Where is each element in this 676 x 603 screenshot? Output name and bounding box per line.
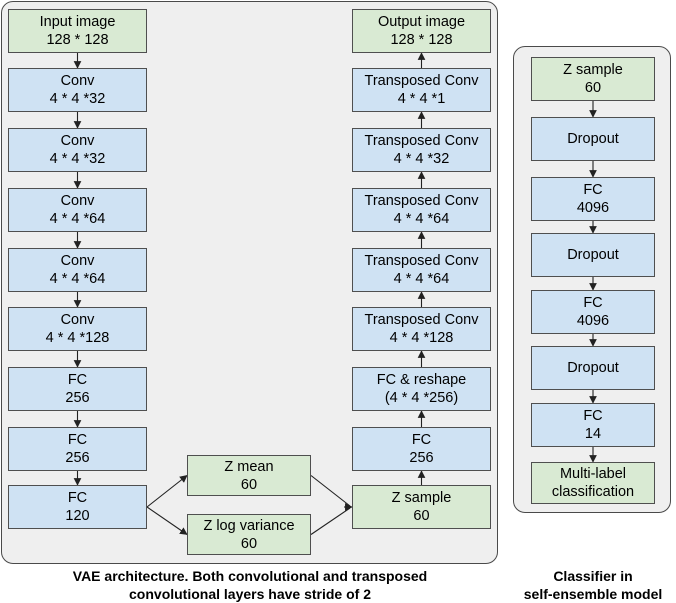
dropout-3-label: Dropout: [567, 360, 619, 376]
dropout-1-box: Dropout: [531, 117, 655, 161]
conv-3-value: 4 * 4 *64: [49, 211, 106, 227]
fc-1-box: FC 256: [8, 367, 147, 411]
fc-4096-b-label: FC: [583, 295, 603, 311]
tconv-3-value: 4 * 4 *64: [393, 211, 450, 227]
fc-4096-b-value: 4096: [576, 313, 610, 329]
input-label: Input image: [39, 14, 116, 30]
fc-3-box: FC 120: [8, 485, 147, 529]
conv-4-label: Conv: [60, 253, 95, 269]
clf-z-sample-value: 60: [584, 80, 602, 96]
fc-14-box: FC 14: [531, 403, 655, 447]
fc-dec-value: 256: [409, 450, 434, 466]
fc-4096-a-box: FC 4096: [531, 177, 655, 221]
z-sample-label: Z sample: [391, 490, 452, 506]
tconv-5-value: 4 * 4 *128: [389, 330, 454, 346]
fc-3-label: FC: [67, 490, 88, 506]
classifier-caption-line-2: self-ensemble model: [523, 586, 663, 602]
clf-z-sample-box: Z sample 60: [531, 57, 655, 101]
fc-reshape-box: FC & reshape (4 * 4 *256): [352, 367, 491, 411]
conv-3-label: Conv: [60, 193, 95, 209]
tconv-4-value: 4 * 4 *64: [393, 271, 450, 287]
tconv-3-label: Transposed Conv: [364, 193, 479, 209]
conv-1-label: Conv: [60, 73, 95, 89]
multilabel-box: Multi-label classification: [531, 462, 655, 504]
fc-dec-label: FC: [411, 432, 432, 448]
tconv-2-label: Transposed Conv: [364, 133, 479, 149]
input-box: Input image 128 * 128: [8, 9, 147, 53]
conv-4-value: 4 * 4 *64: [49, 271, 106, 287]
tconv-1-label: Transposed Conv: [364, 73, 479, 89]
conv-1-box: Conv 4 * 4 *32: [8, 68, 147, 112]
z-mean-value: 60: [240, 476, 258, 493]
tconv-1-box: Transposed Conv 4 * 4 *1: [352, 68, 491, 112]
fc-dec-box: FC 256: [352, 427, 491, 471]
classifier-caption-line-1: Classifier in: [553, 568, 633, 584]
fc-4096-a-label: FC: [583, 182, 603, 198]
fc-2-label: FC: [67, 432, 88, 448]
fc-1-label: FC: [67, 372, 88, 388]
conv-3-box: Conv 4 * 4 *64: [8, 188, 147, 232]
classifier-caption: Classifier in self-ensemble model: [510, 567, 676, 603]
fc-2-value: 256: [65, 450, 90, 466]
tconv-1-value: 4 * 4 *1: [397, 91, 446, 107]
output-label: Output image: [377, 14, 466, 30]
multilabel-label: Multi-label: [559, 466, 627, 482]
tconv-4-box: Transposed Conv 4 * 4 *64: [352, 248, 491, 292]
conv-1-value: 4 * 4 *32: [49, 91, 106, 107]
tconv-3-box: Transposed Conv 4 * 4 *64: [352, 188, 491, 232]
output-value: 128 * 128: [390, 32, 453, 48]
input-value: 128 * 128: [46, 32, 109, 48]
tconv-5-label: Transposed Conv: [364, 312, 479, 328]
dropout-1-label: Dropout: [567, 131, 619, 147]
dropout-3-box: Dropout: [531, 346, 655, 390]
z-sample-box: Z sample 60: [352, 485, 491, 529]
vae-caption: VAE architecture. Both convolutional and…: [0, 567, 500, 603]
conv-2-label: Conv: [60, 133, 95, 149]
fc-4096-b-box: FC 4096: [531, 290, 655, 334]
tconv-5-box: Transposed Conv 4 * 4 *128: [352, 307, 491, 351]
multilabel-value: classification: [551, 484, 635, 500]
conv-5-value: 4 * 4 *128: [45, 330, 110, 346]
fc-14-value: 14: [584, 426, 602, 442]
clf-z-sample-label: Z sample: [563, 62, 623, 78]
fc-reshape-label: FC & reshape: [376, 372, 467, 388]
conv-4-box: Conv 4 * 4 *64: [8, 248, 147, 292]
fc-4096-a-value: 4096: [576, 200, 610, 216]
conv-5-box: Conv 4 * 4 *128: [8, 307, 147, 351]
fc-1-value: 256: [65, 390, 90, 406]
conv-5-label: Conv: [60, 312, 95, 328]
z-log-variance-value: 60: [240, 535, 258, 552]
vae-caption-line-1: VAE architecture. Both convolutional and…: [72, 568, 428, 584]
fc-3-value: 120: [65, 508, 90, 524]
z-sample-value: 60: [413, 508, 430, 524]
z-mean-label: Z mean: [224, 458, 274, 475]
dropout-2-label: Dropout: [567, 247, 619, 263]
vae-caption-line-2: convolutional layers have stride of 2: [129, 586, 371, 602]
dropout-2-box: Dropout: [531, 233, 655, 277]
output-box: Output image 128 * 128: [352, 9, 491, 53]
fc-2-box: FC 256: [8, 427, 147, 471]
tconv-4-label: Transposed Conv: [364, 253, 479, 269]
z-log-variance-label: Z log variance: [203, 517, 295, 534]
conv-2-value: 4 * 4 *32: [49, 151, 106, 167]
fc-14-label: FC: [583, 408, 603, 424]
tconv-2-box: Transposed Conv 4 * 4 *32: [352, 128, 491, 172]
conv-2-box: Conv 4 * 4 *32: [8, 128, 147, 172]
tconv-2-value: 4 * 4 *32: [393, 151, 450, 167]
fc-reshape-value: (4 * 4 *256): [384, 390, 459, 406]
